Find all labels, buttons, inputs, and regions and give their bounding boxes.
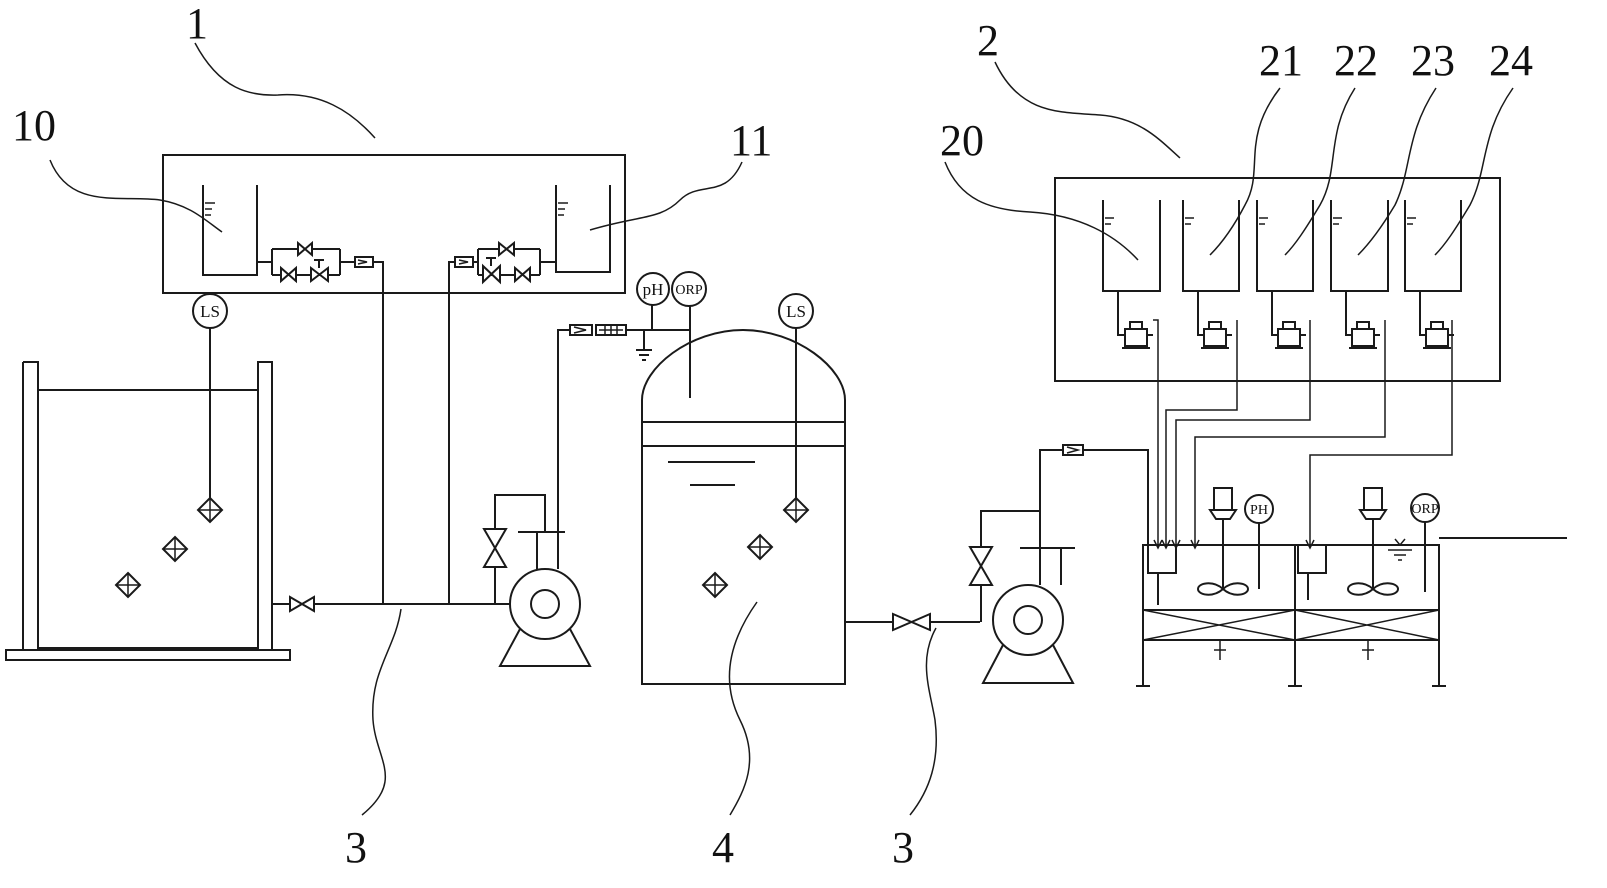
label-pipe-right: 3 [892, 823, 914, 872]
pump-2 [968, 444, 1149, 684]
label-pipe-left: 3 [345, 823, 367, 872]
label-tank-11: 11 [730, 116, 772, 165]
label-tank-10: 10 [12, 101, 56, 150]
dosing-pump [1423, 321, 1454, 349]
mixer-2 [1346, 487, 1400, 596]
tank-11 [555, 185, 611, 273]
tank-24 [1404, 200, 1462, 336]
leader-lines [49, 42, 1514, 816]
orp-sensor-1: ORP [671, 271, 707, 307]
ph-sensor-2: PH [1244, 494, 1274, 589]
label-tank-21: 21 [1259, 36, 1303, 85]
ph-sensor-1: pH [636, 272, 670, 306]
label-tank-20: 20 [940, 116, 984, 165]
dosing-pump [1201, 321, 1232, 349]
dosing-pump [1275, 321, 1306, 349]
level-float [782, 496, 810, 524]
label-tank-24: 24 [1489, 36, 1533, 85]
label-system-1: 1 [186, 0, 208, 48]
dosing-pump [1349, 321, 1380, 349]
valve-manifold-left [257, 240, 384, 604]
flow-meter-group [569, 302, 691, 398]
mixer-1 [1196, 487, 1250, 596]
orp-sensor-1-label: ORP [675, 283, 702, 298]
tank-10 [202, 185, 258, 276]
water-level-symbol [1375, 538, 1425, 561]
sump-tank [5, 327, 383, 661]
level-switch-2: LS [778, 293, 814, 329]
valve-manifold-right [448, 240, 556, 604]
reference-labels: 1 10 11 2 20 21 22 23 24 3 4 3 [12, 0, 1533, 872]
level-float [746, 533, 774, 561]
treatment-tank-group: PH ORP [1136, 487, 1567, 687]
reaction-vessel-4 [641, 327, 846, 685]
tank-23 [1330, 200, 1389, 336]
label-tank-23: 23 [1411, 36, 1455, 85]
level-float [114, 571, 142, 599]
orp-sensor-2-label: ORP [1411, 502, 1438, 517]
orp-sensor-2: ORP [1410, 493, 1440, 592]
level-switch-1-label: LS [200, 302, 220, 321]
tank-21 [1182, 200, 1240, 336]
ph-sensor-1-label: pH [643, 280, 664, 299]
label-system-2: 2 [977, 16, 999, 65]
level-float [196, 496, 224, 524]
level-float [701, 571, 729, 599]
label-vessel-4: 4 [712, 823, 734, 872]
dosing-system-2 [1054, 177, 1501, 545]
ph-sensor-2-label: PH [1250, 503, 1268, 518]
level-float [161, 535, 189, 563]
dosing-system-1 [162, 154, 626, 604]
tank-22 [1256, 200, 1314, 336]
dosing-pump [1122, 321, 1153, 349]
level-switch-2-label: LS [786, 302, 806, 321]
label-tank-22: 22 [1334, 36, 1378, 85]
level-switch-1: LS [192, 293, 228, 329]
pump-1 [482, 329, 592, 667]
tank-20 [1102, 200, 1161, 336]
